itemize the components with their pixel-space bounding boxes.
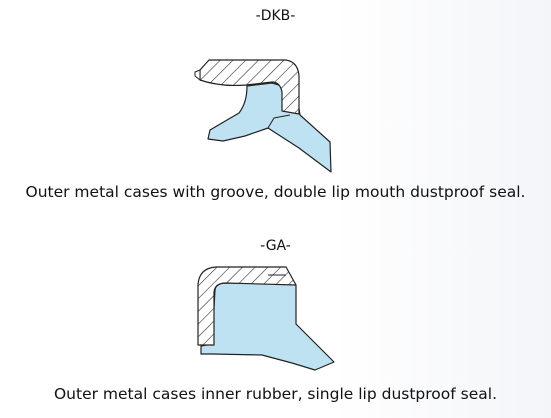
dkb-rubber-body (207, 82, 332, 173)
ga-code-label: -GA- (260, 238, 291, 254)
dkb-seal-drawing (194, 59, 332, 173)
dkb-code-label: -DKB- (255, 8, 296, 24)
dkb-description: Outer metal cases with groove, double li… (25, 183, 526, 201)
ga-metal-case (197, 266, 297, 346)
dkb-lip-groove (267, 114, 291, 129)
dkb-metal-case (199, 59, 300, 115)
ga-rubber-body (200, 282, 335, 371)
ga-description: Outer metal cases inner rubber, single l… (53, 385, 497, 403)
dkb-case-notch (194, 69, 201, 82)
ga-seal-drawing (197, 266, 335, 371)
